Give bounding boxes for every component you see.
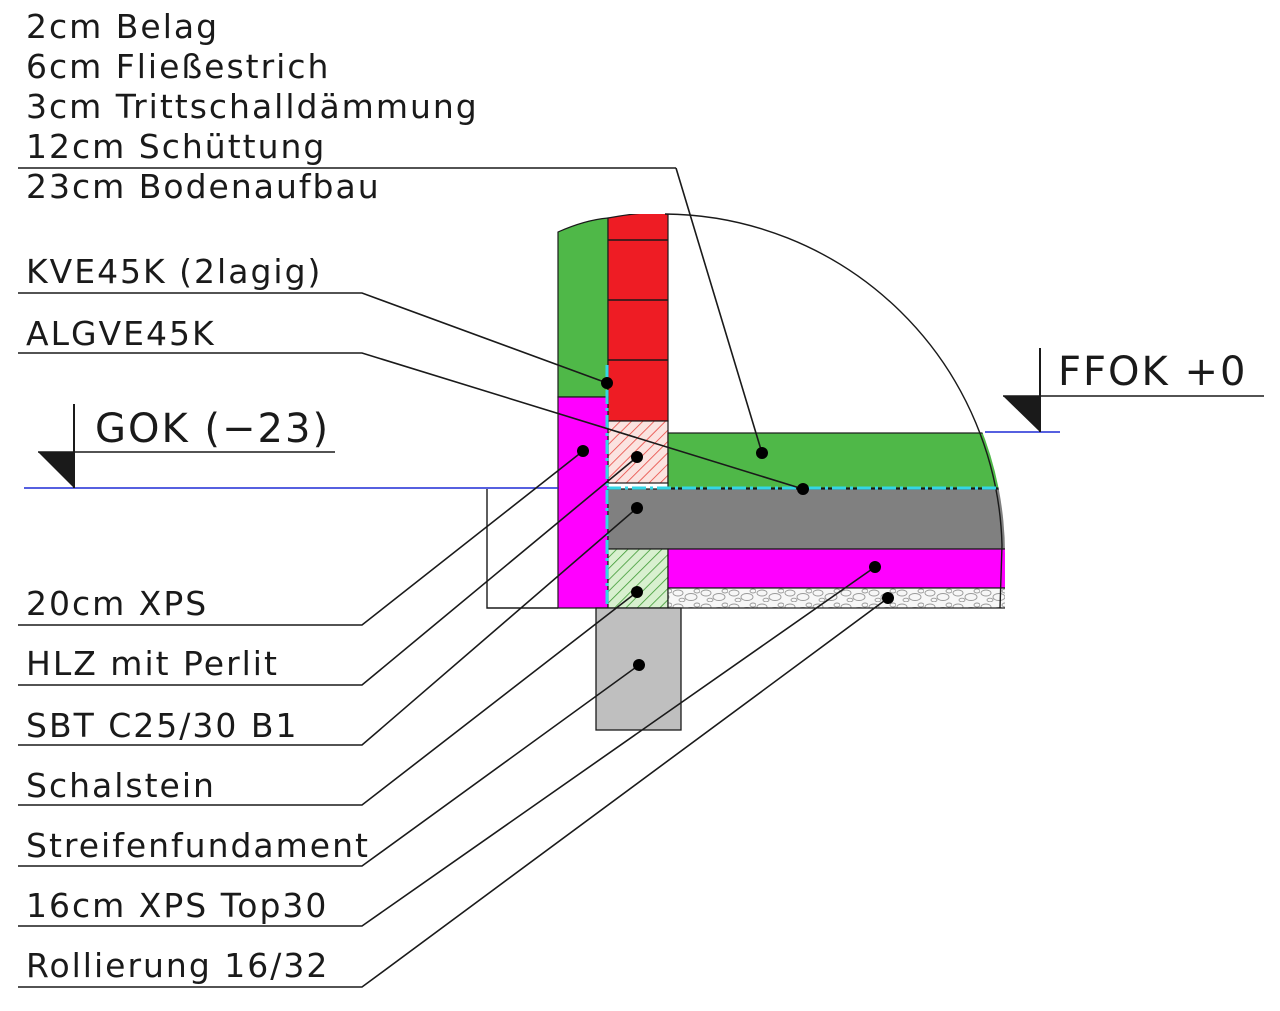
callout-algve: ALGVE45K — [18, 314, 809, 495]
section-body — [557, 214, 1005, 609]
callout-xps20-label: 20cm XPS — [26, 584, 208, 623]
ffok-level-triangle-icon — [1003, 396, 1040, 432]
callout-streifen: Streifenfundament — [18, 659, 645, 867]
gok-label: GOK (−23) — [95, 406, 330, 452]
buildup-line-fliessestrich: 6cm Fließestrich — [26, 47, 330, 86]
hlz-brick-wall — [607, 214, 669, 422]
callout-dot-hlz — [631, 451, 643, 463]
xps-top30-layer — [667, 548, 1005, 589]
schalstein-block — [607, 548, 669, 609]
callout-xps16-label: 16cm XPS Top30 — [26, 886, 328, 925]
callout-xps16: 16cm XPS Top30 — [18, 561, 881, 927]
callout-xps20: 20cm XPS — [18, 445, 589, 626]
buildup-line-schuettung: 12cm Schüttung — [26, 127, 326, 166]
callout-dot-schalstein — [631, 586, 643, 598]
callout-hlz: HLZ mit Perlit — [18, 451, 643, 686]
callout-schalstein: Schalstein — [18, 586, 643, 806]
gok-level-triangle-icon — [38, 452, 74, 488]
buildup-line-belag: 2cm Belag — [26, 7, 219, 46]
callout-rollierung: Rollierung 16/32 — [18, 592, 894, 988]
ffok-level-marker: FFOK +0 — [985, 348, 1264, 433]
callout-dot-algve — [797, 483, 809, 495]
callout-rollierung-label: Rollierung 16/32 — [26, 946, 329, 985]
concrete-slab-sbt — [607, 488, 1005, 550]
callout-dot-bodenaufbau — [756, 447, 768, 459]
callout-algve-label: ALGVE45K — [26, 314, 216, 353]
rollierung-gravel — [667, 587, 1005, 609]
detail-circle-arc — [664, 213, 1003, 609]
callout-kve-label: KVE45K (2lagig) — [26, 252, 322, 291]
callout-dot-rollierung — [882, 592, 894, 604]
excavation-outline — [486, 489, 558, 609]
callout-dot-kve — [601, 377, 613, 389]
callout-sbt-label: SBT C25/30 B1 — [26, 706, 299, 745]
callout-dot-xps16 — [869, 561, 881, 573]
gok-level-marker: GOK (−23) — [24, 404, 558, 489]
callout-hlz-label: HLZ mit Perlit — [26, 644, 279, 683]
buildup-line-trittschall: 3cm Trittschalldämmung — [26, 87, 479, 126]
callout-sbt: SBT C25/30 B1 — [18, 502, 643, 746]
buildup-line-bodenaufbau: 23cm Bodenaufbau — [26, 167, 381, 206]
ffok-label: FFOK +0 — [1058, 349, 1247, 395]
callout-dot-sbt — [631, 502, 643, 514]
callout-schalstein-label: Schalstein — [26, 766, 216, 805]
callout-kve: KVE45K (2lagig) — [18, 252, 613, 389]
wall-insulation-upper — [557, 217, 609, 398]
callout-dot-xps20 — [577, 445, 589, 457]
floor-buildup-legend: 2cm Belag 6cm Fließestrich 3cm Trittscha… — [18, 7, 768, 459]
floor-buildup-layer — [667, 432, 1005, 489]
callout-streifen-label: Streifenfundament — [26, 826, 370, 865]
callout-dot-streifen — [633, 659, 645, 671]
